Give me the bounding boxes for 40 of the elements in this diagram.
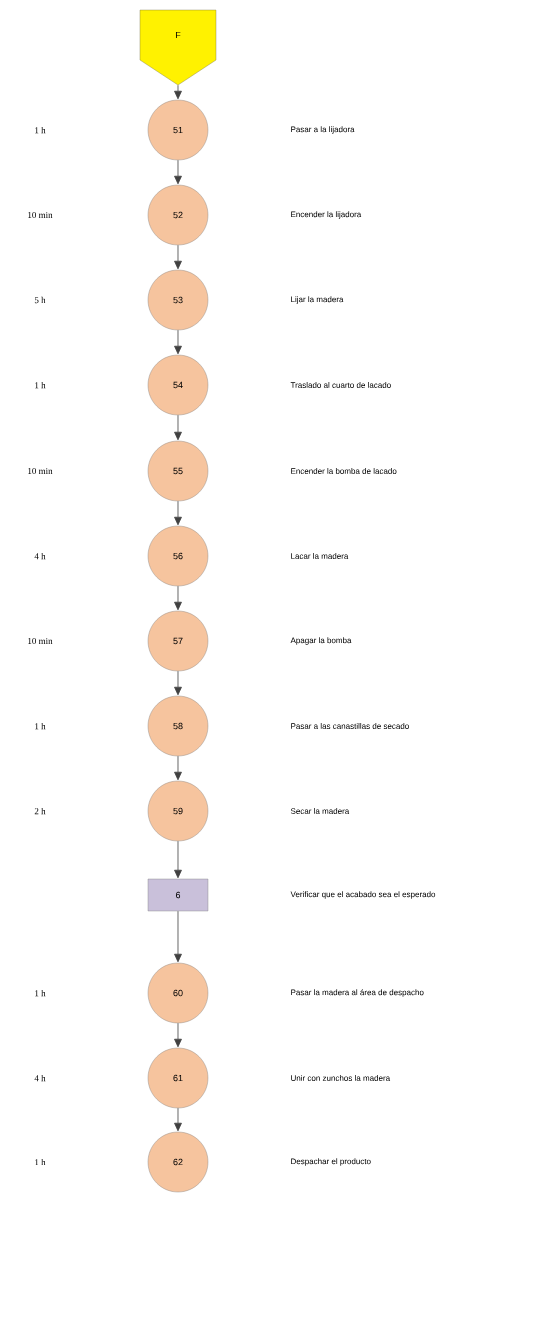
step-description: Verificar que el acabado sea el esperado: [290, 891, 436, 899]
duration-label: 4 h: [34, 552, 46, 560]
duration-label: 1 h: [35, 381, 46, 389]
duration-label: 1 h: [35, 722, 46, 730]
duration-label: 1 h: [35, 1158, 46, 1166]
step-description: Despachar el producto: [291, 1158, 371, 1166]
step-description: Traslado al cuarto de lacado: [290, 382, 391, 388]
duration-label: 10 min: [28, 467, 53, 475]
arrow: [174, 159, 182, 185]
arrow: [174, 670, 182, 696]
step-description: Apagar la bomba: [290, 637, 352, 645]
arrow: [174, 910, 182, 963]
duration-label: 4 h: [34, 1074, 46, 1082]
inspection-box: 6: [147, 878, 209, 912]
step-description: Encender la lijadora: [291, 211, 362, 219]
arrow: [174, 1107, 182, 1132]
arrow: [174, 414, 182, 441]
arrow: [174, 329, 182, 355]
arrow: [174, 755, 182, 781]
step-description: Lacar la madera: [291, 553, 349, 559]
duration-label: 10 min: [28, 637, 53, 645]
duration-label: 10 min: [28, 212, 53, 219]
duration-label: 2 h: [34, 807, 46, 815]
step-description: Encender la bomba de lacado: [291, 468, 397, 474]
duration-label: 1 h: [35, 989, 46, 997]
arrow: [174, 244, 182, 270]
step-description: Pasar la madera al área de despacho: [291, 989, 424, 997]
duration-label: 1 h: [35, 126, 46, 134]
duration-label: 5 h: [34, 296, 46, 304]
arrow: [174, 84, 182, 100]
off-page-connector: F: [139, 9, 217, 86]
step-description: Secar la madera: [290, 808, 350, 814]
step-description: Unir con zunchos la madera: [291, 1075, 391, 1081]
step-description: Lijar la madera: [291, 296, 344, 304]
arrow: [174, 585, 182, 611]
step-description: Pasar a la lijadora: [291, 126, 355, 134]
arrow: [174, 500, 182, 526]
step-description: Pasar a las canastillas de secado: [291, 723, 409, 729]
arrow: [174, 840, 182, 879]
arrow: [174, 1022, 182, 1048]
